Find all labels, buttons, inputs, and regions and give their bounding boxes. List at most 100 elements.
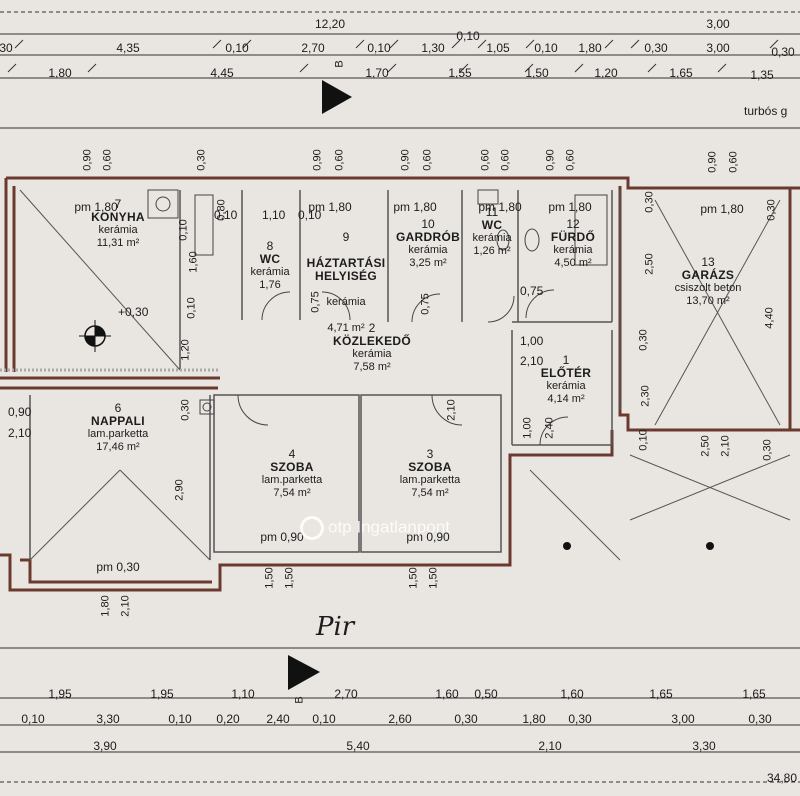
section-arrow-top	[322, 80, 352, 114]
room-material: kerámia	[553, 244, 593, 256]
room-material: kerámia	[472, 232, 512, 244]
fixtures	[147, 189, 608, 415]
interior-dim: 1,00	[521, 417, 534, 439]
turbo-note: turbós g	[744, 104, 788, 118]
interior-dim: 4,40	[763, 307, 776, 329]
interior-dim: 2,10	[520, 354, 544, 368]
window-dim-bottom: 1,50	[283, 567, 296, 589]
dim-top-r1: 0,30	[644, 41, 668, 55]
dim-top-r2: 1,35	[750, 68, 774, 82]
parapet-label: pm 0,90	[260, 530, 304, 544]
interior-dim: 0,75	[309, 291, 322, 313]
window-dim-bottom: 1,80	[99, 595, 112, 617]
dim-bottom-r2: 3,00	[671, 712, 695, 726]
room-material: kerámia	[250, 266, 290, 278]
interior-dim: 0,30	[179, 399, 192, 421]
dim-top-r1: 30	[0, 41, 13, 55]
interior-dim: 1,10	[262, 208, 286, 222]
interior-dim: 2,50	[699, 435, 712, 457]
handwritten-signature: Pir	[316, 612, 355, 642]
room-area: 7,54 m²	[273, 487, 311, 499]
parapet-label: pm 1,80	[74, 200, 118, 214]
window-dim-bottom: 1,50	[263, 567, 276, 589]
interior-dim: 2,50	[643, 253, 656, 275]
interior-dim: 2,10	[445, 399, 458, 421]
dim-bottom-r1: 1,65	[649, 687, 673, 701]
window-dim: 0,90	[81, 149, 94, 171]
dim-bottom-r3: 3,90	[93, 739, 117, 753]
window-dim: 0,60	[499, 149, 512, 171]
window-dim: 0,60	[333, 149, 346, 171]
interior-dim: 0,10	[637, 429, 650, 451]
room-name: GARDRÓB	[395, 230, 461, 244]
room-name: KÖZLEKEDŐ	[332, 334, 412, 348]
room-area: 17,46 m²	[96, 441, 140, 453]
room-3-szoba: 3 SZOBA lam.parketta 7,54 m²	[400, 448, 461, 500]
room-name: GARÁZS	[681, 268, 735, 282]
window-dim: 0,90	[544, 149, 557, 171]
dim-bottom-total: 34,80	[766, 771, 798, 785]
dim-bottom-r2: 0,30	[568, 712, 592, 726]
dim-top-r1: 0,10	[225, 41, 249, 55]
interior-dim: 1,20	[179, 339, 192, 361]
section-marker-top: B	[333, 60, 346, 68]
room-number: 4	[288, 447, 296, 461]
room-1-eloter: 1 ELŐTÉR kerámia 4,14 m²	[541, 354, 591, 406]
dim-bottom-r2: 0,20	[216, 712, 240, 726]
room-8-wc: 8 WC kerámia 1,76	[250, 240, 289, 292]
outer-walls	[0, 176, 800, 592]
dim-bottom-r3: 2,10	[538, 739, 562, 753]
window-dim: 0,60	[421, 149, 434, 171]
room-6-nappali: 6 NAPPALI lam.parketta 17,46 m²	[88, 402, 149, 454]
parapet-label: pm 1,80	[548, 200, 592, 214]
interior-dim: 1,60	[187, 251, 200, 273]
parapet-label: pm 0,90	[406, 530, 450, 544]
room-area: 11,31 m²	[96, 237, 140, 249]
room-material: kerámia	[326, 296, 366, 308]
dim-bottom-r1: 0,50	[474, 687, 498, 701]
dim-top-r2: 1,50	[525, 66, 549, 80]
interior-dim: 0,30	[761, 439, 774, 461]
interior-dim: 0,30	[643, 191, 656, 213]
room-12-furdo: 12 FÜRDŐ kerámia 4,50 m²	[551, 218, 595, 270]
dim-bottom-r2: 1,80	[522, 712, 546, 726]
room-number: 7	[114, 197, 122, 211]
parapet-label: pm 1,80	[308, 200, 352, 214]
room-9-haztartasi-helyiseg: 9 HÁZTARTÁSI HELYISÉG kerámia 4,71 m²	[307, 218, 386, 348]
room-4-szoba: 4 SZOBA lam.parketta 7,54 m²	[262, 448, 323, 500]
dim-top-r2: 4,45	[210, 66, 234, 80]
room-area: 4,14 m²	[547, 393, 585, 405]
interior-dim: 0,10	[185, 297, 198, 319]
dim-top-r2: 1,70	[365, 66, 389, 80]
room-number: 9	[342, 230, 350, 244]
level-marker-symbol	[79, 320, 111, 352]
dim-bottom-r2: 0,10	[312, 712, 336, 726]
dim-bottom-r2: 2,40	[266, 712, 290, 726]
dim-bottom-r2: 0,30	[748, 712, 772, 726]
dim-top-r2: 1,20	[594, 66, 618, 80]
dim-top-r2: 1,55	[448, 66, 472, 80]
room-number: 3	[426, 447, 434, 461]
dim-bottom-r1: 1,60	[435, 687, 459, 701]
dim-top-total-right: 3,00	[706, 17, 730, 31]
room-name: FÜRDŐ	[550, 230, 596, 244]
otp-logo-icon	[300, 516, 324, 540]
interior-dim: 0,30	[765, 199, 778, 221]
window-dim: 0,60	[727, 151, 740, 173]
bottom-dimension-lines	[0, 647, 800, 783]
dim-bottom-r1: 1,95	[48, 687, 72, 701]
hatch-lines	[19, 189, 791, 561]
parapet-label: pm 1,80	[478, 200, 522, 214]
room-10-gardrob: 10 GARDRÓB kerámia 3,25 m²	[396, 218, 460, 270]
window-dim-bottom: 1,50	[407, 567, 420, 589]
room-area: 1,26 m²	[473, 245, 511, 257]
dim-top-r1: 4,35	[116, 41, 140, 55]
room-13-garazs: 13 GARÁZS csiszolt beton 13,70 m²	[675, 256, 742, 308]
entrance-dot	[563, 542, 571, 550]
dim-bottom-r2: 2,60	[388, 712, 412, 726]
dim-top-r1: 0,30	[771, 45, 795, 59]
dim-bottom-r1: 1,60	[560, 687, 584, 701]
room-11-wc: 11 WC kerámia 1,26 m²	[472, 206, 511, 258]
dim-top-r1: 0,10	[534, 41, 558, 55]
